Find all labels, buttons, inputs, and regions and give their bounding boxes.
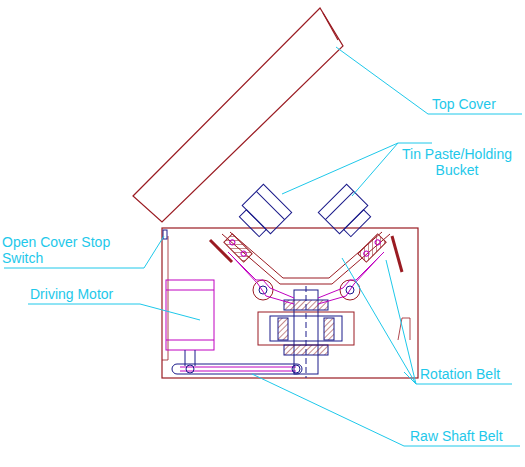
drawing-stroke [386, 260, 416, 384]
drawing-stroke [342, 258, 416, 384]
drawing-stroke [416, 384, 512, 385]
drawing-stroke [270, 316, 342, 341]
drawing-stroke [325, 191, 353, 219]
drawing-stroke [374, 239, 381, 246]
callout-label: Top Cover [432, 96, 524, 112]
rotation-belt [228, 252, 384, 304]
drawing-stroke [166, 280, 214, 350]
drawing-stroke [363, 250, 370, 257]
callout-label: Tin Paste/Holding Bucket [392, 146, 522, 178]
drawing-stroke [358, 234, 386, 262]
callout-label: Driving Motor [30, 286, 140, 302]
driving-motor [166, 280, 214, 366]
drawing-stroke [256, 191, 284, 219]
drawing-stroke [318, 252, 384, 298]
drawing-stroke [166, 340, 214, 341]
drawing-stroke [232, 256, 294, 304]
drawing-stroke [162, 236, 168, 360]
drawing-stroke [239, 210, 266, 237]
drawing-stroke [144, 236, 164, 268]
drawing-stroke [240, 250, 247, 257]
side-plate [210, 240, 232, 262]
drawing-stroke [28, 304, 140, 305]
drawing-stroke [404, 372, 416, 384]
drawing-stroke [180, 367, 296, 368]
drawing-stroke [282, 143, 398, 194]
drawing-stroke [180, 371, 296, 372]
drawing-stroke [4, 268, 144, 269]
callout-label: Rotation Belt [420, 366, 520, 382]
raw-shaft-belt [172, 364, 302, 374]
drawing-stroke [344, 210, 371, 237]
drawing-stroke [166, 290, 214, 291]
drawing-stroke [306, 286, 307, 378]
drawing-stroke [292, 365, 300, 373]
drawing-stroke [398, 318, 410, 340]
holding-bucket [318, 184, 375, 241]
drawing-stroke [278, 318, 288, 340]
stop-switch [163, 230, 167, 239]
callout-label: Open Cover Stop Switch [2, 234, 114, 266]
callout-label: Raw Shaft Belt [410, 428, 520, 444]
drawing-stroke [318, 184, 367, 233]
drawing-stroke [336, 47, 428, 114]
top-cover [133, 8, 343, 222]
drawing-stroke [404, 446, 520, 447]
drawing-stroke [324, 318, 334, 340]
flange [358, 234, 386, 262]
drawing-stroke [228, 252, 294, 298]
drawing-stroke [222, 234, 390, 284]
drawing-stroke [323, 13, 338, 40]
drawing-stroke [318, 256, 380, 304]
drawing-stroke [140, 304, 200, 320]
housing [162, 228, 418, 378]
shaft-assembly [258, 286, 354, 378]
drawing-stroke [172, 364, 302, 374]
holding-bucket [235, 184, 292, 241]
side-plate [392, 236, 402, 272]
drawing-stroke [252, 374, 404, 446]
drawing-stroke [428, 114, 522, 115]
drawing-stroke [352, 143, 398, 196]
drawing-stroke [133, 8, 343, 222]
v-trough [222, 232, 390, 284]
drawing-stroke [398, 143, 432, 144]
drawing-stroke [229, 239, 236, 246]
drawing-stroke [162, 228, 418, 378]
drawing-stroke [186, 365, 194, 373]
